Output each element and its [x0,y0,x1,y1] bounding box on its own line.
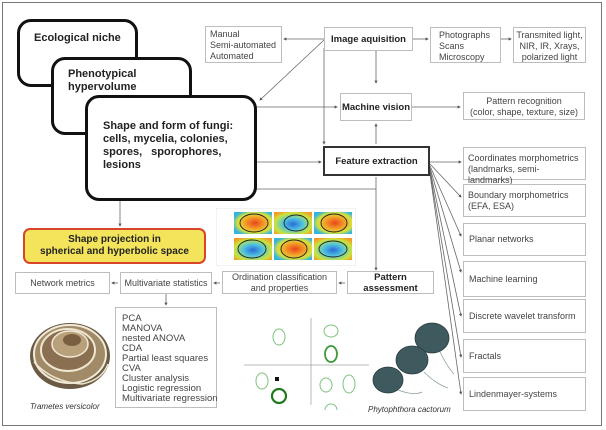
method-label: Machine learning [469,273,538,284]
network-metrics-label: Network metrics [30,277,95,288]
scatter-shape [270,387,288,405]
stat-method: Cluster analysis [122,373,190,384]
heatmap-panel [234,238,272,260]
acquisition-modes-box: Manual Semi-automated Automated [205,26,282,63]
source-photographs: Photographs [439,30,491,40]
pattern-recognition-box: Pattern recognition (color, shape, textu… [463,92,585,120]
stat-method: nested ANOVA [122,333,186,344]
ordination-box: Ordination classification and properties [222,271,337,294]
ordination-scatter-plot [244,318,369,410]
stat-method: Multivariate regression [122,393,218,404]
method-label: Fractals [469,350,502,361]
source-scans: Scans [439,41,465,51]
heatmap-panel [314,212,352,234]
light-line1: Transmited light, [516,30,583,40]
feature-extraction-box: Feature extraction [323,146,430,176]
image-acquisition-box: Image aquisition [324,27,413,51]
diagram-frame [2,2,602,426]
scatter-shape [323,324,339,338]
pattern-recognition-line2: (color, shape, texture, size) [469,107,579,117]
pattern-assessment-label: Pattern assessment [363,271,418,294]
stat-method: PCA [122,313,142,324]
method-label: Lindenmayer-systems [469,388,558,399]
stat-method: Logistic regression [122,383,202,394]
image-acquisition-label: Image aquisition [331,33,406,45]
scatter-shape [319,377,333,393]
method-label: Discrete wavelet transform [469,310,576,321]
shape-form-line1: Shape and form of fungi: [103,120,234,132]
multivariate-statistics-box: Multivariate statistics [120,272,212,294]
method-label: Planar networks [469,234,534,244]
method-discrete-wavelet-transform: Discrete wavelet transform [463,299,586,333]
trametes-fungus-image [30,323,110,389]
method-boundary-morphometrics: Boundary morphometrics (EFA, ESA) [463,184,586,217]
light-line2: NIR, IR, Xrays, [519,41,580,51]
heatmap-panel [234,212,272,234]
phytophthora-caption: Phytophthora cactorum [368,405,451,414]
shape-projection-line2: spherical and hyperbolic space [40,246,189,257]
ordination-line2: and properties [250,283,309,293]
pattern-recognition-line1: Pattern recognition [486,96,562,106]
scatter-shape [324,403,338,410]
heatmap-panel [274,212,312,234]
scatter-shape [255,372,269,390]
phenotypical-label-line2: hypervolume [68,81,137,93]
heatmap-panel [314,238,352,260]
scatter-shape [272,328,286,346]
trametes-caption: Trametes versicolor [30,402,100,411]
stat-method: CVA [122,363,141,374]
light-line3: polarized light [521,52,578,62]
scatter-point [275,377,279,381]
machine-vision-box: Machine vision [340,93,412,121]
shape-projection-line1: Shape projection in [68,234,161,245]
shape-form-line2: cells, mycelia, colonies, [103,133,228,145]
phenotypical-label-line1: Phenotypical [68,68,137,80]
statistics-methods-box: PCA MANOVA nested ANOVA CDA Partial leas… [115,307,218,408]
method-fractals: Fractals [463,339,586,373]
scatter-shape [342,374,356,394]
scatter-shape [324,345,338,363]
mode-automated: Automated [210,51,254,61]
mode-manual: Manual [210,29,240,39]
multivariate-statistics-label: Multivariate statistics [124,277,208,288]
stat-method: MANOVA [122,323,163,334]
method-coordinates-morphometrics: Coordinates morphometrics (landmarks, se… [463,147,586,185]
heatmap-panel [274,238,312,260]
method-planar-networks: Planar networks [463,223,586,256]
ordination-line1: Ordination classification [231,272,328,282]
stat-method: Partial least squares [122,353,209,364]
shape-projection-box: Shape projection in spherical and hyperb… [23,228,206,264]
pattern-assessment-box: Pattern assessment [347,271,434,294]
shape-form-line4: lesions [103,159,141,171]
machine-vision-label: Machine vision [341,101,411,113]
shape-form-line3: spores, sporophores, [103,146,222,158]
method-label: Boundary morphometrics [468,190,569,200]
method-sublabel: (EFA, ESA) [468,201,515,211]
method-machine-learning: Machine learning [463,261,586,297]
method-sublabel: (landmarks, semi-landmarks) [468,164,540,185]
sources-box: Photographs Scans Microscopy [430,27,501,63]
light-types-box: Transmited light, NIR, IR, Xrays, polari… [513,27,586,63]
ecological-niche-label: Ecological niche [34,32,121,44]
method-label: Coordinates morphometrics [468,153,579,163]
method-lindenmayer-systems: Lindenmayer-systems [463,377,586,411]
shape-heatmap-figure [216,208,356,266]
source-microscopy: Microscopy [439,52,485,62]
stat-method: CDA [122,343,143,354]
network-metrics-box: Network metrics [15,272,110,294]
feature-extraction-label: Feature extraction [335,155,418,167]
phytophthora-image [372,322,455,394]
shape-form-card: Shape and form of fungi: cells, mycelia,… [85,95,257,201]
mode-semi-automated: Semi-automated [210,40,277,50]
